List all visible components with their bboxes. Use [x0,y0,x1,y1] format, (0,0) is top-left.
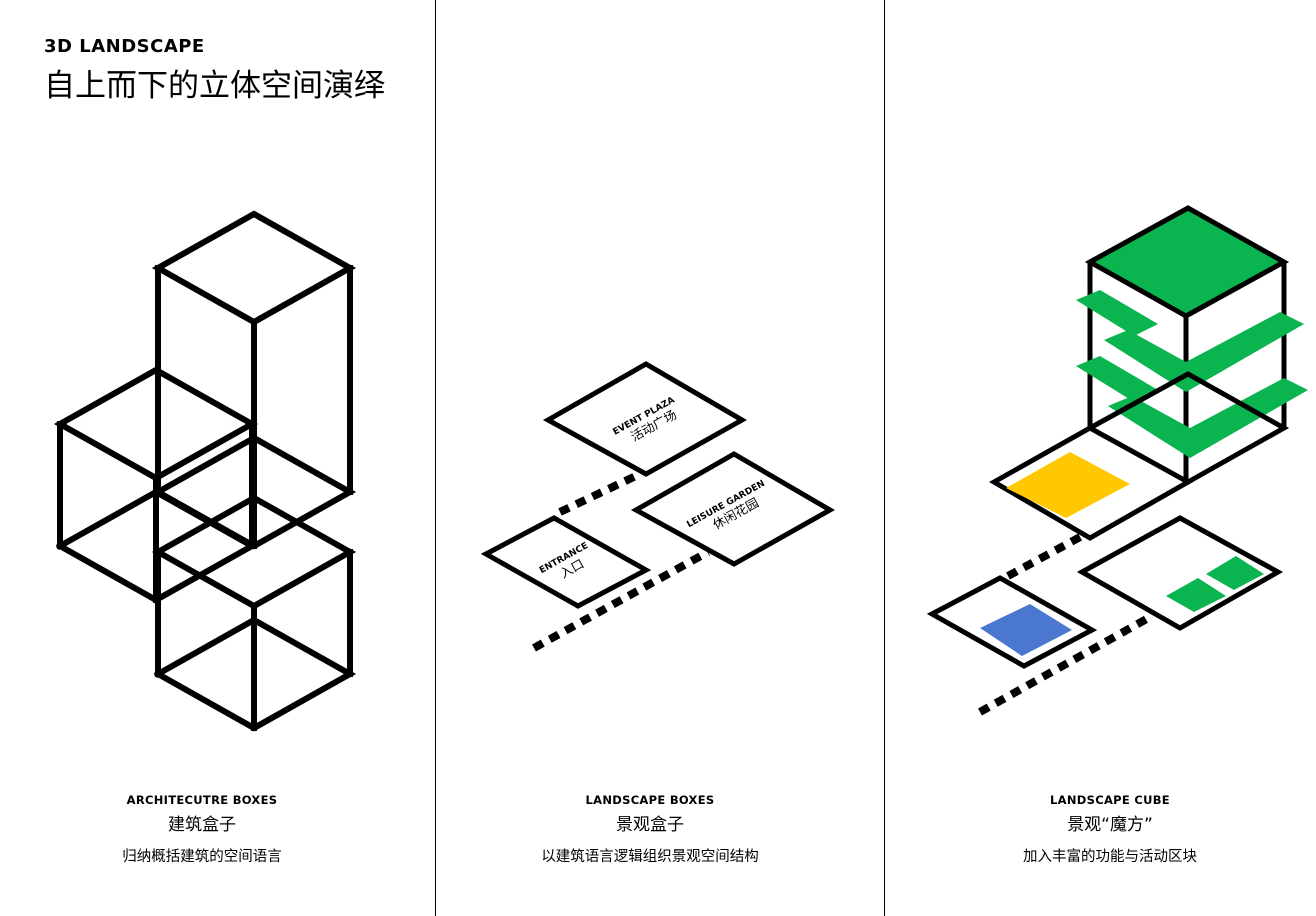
caption-architecture-boxes: ARCHITECUTRE BOXES 建筑盒子 归纳概括建筑的空间语言 [0,793,422,866]
entrance-tile [480,515,652,609]
panel-divider-right [884,0,885,916]
caption-landscape-cube: LANDSCAPE CUBE 景观“魔方” 加入丰富的功能与活动区块 [890,793,1316,866]
leisure-garden-tile [630,451,836,567]
cube-green-top [1084,205,1290,319]
green-activity-block-2 [1206,556,1264,590]
landscape-boxes-diagram: EVENT PLAZA 活动广场 LEISURE GARDEN 休闲花园 ENT… [480,361,836,652]
caption-desc: 加入丰富的功能与活动区块 [1023,849,1197,865]
landscape-cube-diagram [926,205,1308,716]
path-dash-lower [532,548,710,652]
header-title-en: 3D LANDSCAPE [44,36,205,57]
caption-title-en: ARCHITECUTRE BOXES [126,793,278,807]
panel-divider-left [435,0,436,916]
caption-desc: 以建筑语言逻辑组织景观空间结构 [541,849,759,865]
caption-title-en: LANDSCAPE BOXES [585,793,715,807]
blue-activity-block [980,604,1072,656]
caption-title-cn: 建筑盒子 [168,815,236,835]
caption-title-en: LANDSCAPE CUBE [1050,793,1170,807]
header-title-cn: 自上而下的立体空间演绎 [44,68,385,104]
bottom-box [151,494,357,732]
green-activity-block-1 [1166,578,1226,612]
caption-landscape-boxes: LANDSCAPE BOXES 景观盒子 以建筑语言逻辑组织景观空间结构 [430,793,870,866]
tall-box [151,210,357,550]
green-strips [1076,290,1308,458]
yellow-activity-block [1006,452,1130,518]
caption-title-cn: 景观“魔方” [1067,815,1153,835]
caption-title-cn: 景观盒子 [616,815,684,835]
cube-path-dash-lower [978,612,1154,716]
path-dash-upper [558,470,642,516]
event-plaza-tile [542,361,748,477]
caption-desc: 归纳概括建筑的空间语言 [122,849,282,865]
green-activity-tile [1076,515,1284,631]
cube-path-dash-upper [1006,532,1084,580]
architecture-boxes-diagram [53,210,357,732]
